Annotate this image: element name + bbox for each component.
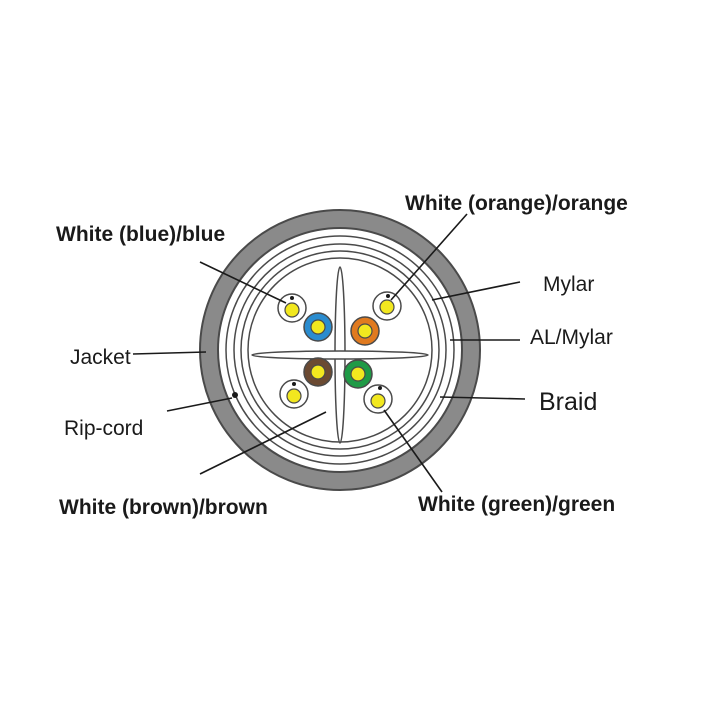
leader-white-green — [383, 409, 443, 493]
label-white-brown: White (brown)/brown — [59, 496, 268, 519]
leader-white-blue — [199, 261, 287, 304]
leader-braid — [439, 396, 526, 400]
wire-white-blue — [277, 293, 307, 323]
mylar-layer-inner — [240, 250, 440, 450]
leader-white-orange — [390, 213, 468, 301]
wire-blue — [303, 312, 333, 342]
leader-white-brown — [199, 411, 327, 475]
label-rip-cord: Rip-cord — [64, 417, 144, 440]
label-al-mylar: AL/Mylar — [530, 326, 613, 349]
al-mylar-layer — [225, 235, 455, 465]
leader-jacket — [132, 351, 207, 355]
mylar-layer-outer — [233, 243, 447, 457]
label-braid: Braid — [539, 388, 598, 416]
label-white-orange: White (orange)/orange — [405, 192, 628, 215]
wire-white-orange — [372, 291, 402, 321]
label-white-blue: White (blue)/blue — [56, 223, 226, 246]
wire-white-green — [363, 384, 393, 414]
label-jacket: Jacket — [70, 346, 131, 369]
label-white-green: White (green)/green — [418, 493, 616, 516]
leader-mylar — [431, 281, 521, 301]
label-mylar: Mylar — [543, 273, 595, 296]
wire-brown — [303, 357, 333, 387]
rip-cord-dot — [232, 392, 238, 398]
wire-white-brown — [279, 379, 309, 409]
wire-orange — [350, 316, 380, 346]
wire-green — [343, 359, 373, 389]
cross-separator-horizontal — [251, 350, 429, 360]
leader-rip-cord — [166, 397, 233, 412]
